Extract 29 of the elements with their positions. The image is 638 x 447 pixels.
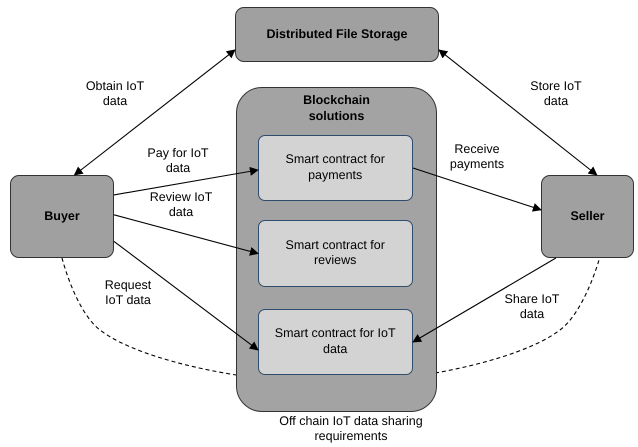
arrow (412, 258, 556, 342)
node-label: Smart contract for IoT data (274, 326, 397, 358)
arrow (438, 49, 598, 176)
edge-label: Share IoT data (504, 292, 560, 322)
panel-heading: Blockchain solutions (302, 93, 371, 124)
container-panel (236, 87, 437, 412)
edge-label: Store IoT data (529, 79, 583, 109)
arrow (114, 240, 259, 350)
rounded-box (10, 175, 114, 258)
node-label: Seller (570, 208, 605, 224)
node-label: Distributed File Storage (266, 26, 408, 42)
edge-label: Obtain IoT data (84, 79, 146, 109)
node-label: Buyer (44, 208, 80, 224)
edge-label: Review IoT data (149, 190, 213, 220)
rounded-box (235, 7, 439, 62)
edge-label: Request IoT data (104, 278, 152, 308)
node-label: Smart contract for payments (284, 152, 386, 184)
arrow (114, 166, 259, 196)
edge-label: Off chain IoT data sharing requirements (278, 414, 424, 444)
arrow (114, 214, 259, 256)
arrow (412, 167, 542, 212)
edge-label: Receive payments (448, 142, 506, 172)
contract-box (258, 134, 413, 201)
contract-box (258, 220, 413, 287)
node-label: Smart contract for reviews (284, 238, 386, 269)
edge-label: Pay for IoT data (146, 146, 210, 176)
rounded-box (541, 175, 634, 258)
arrow (74, 49, 236, 176)
contract-box (258, 308, 413, 375)
